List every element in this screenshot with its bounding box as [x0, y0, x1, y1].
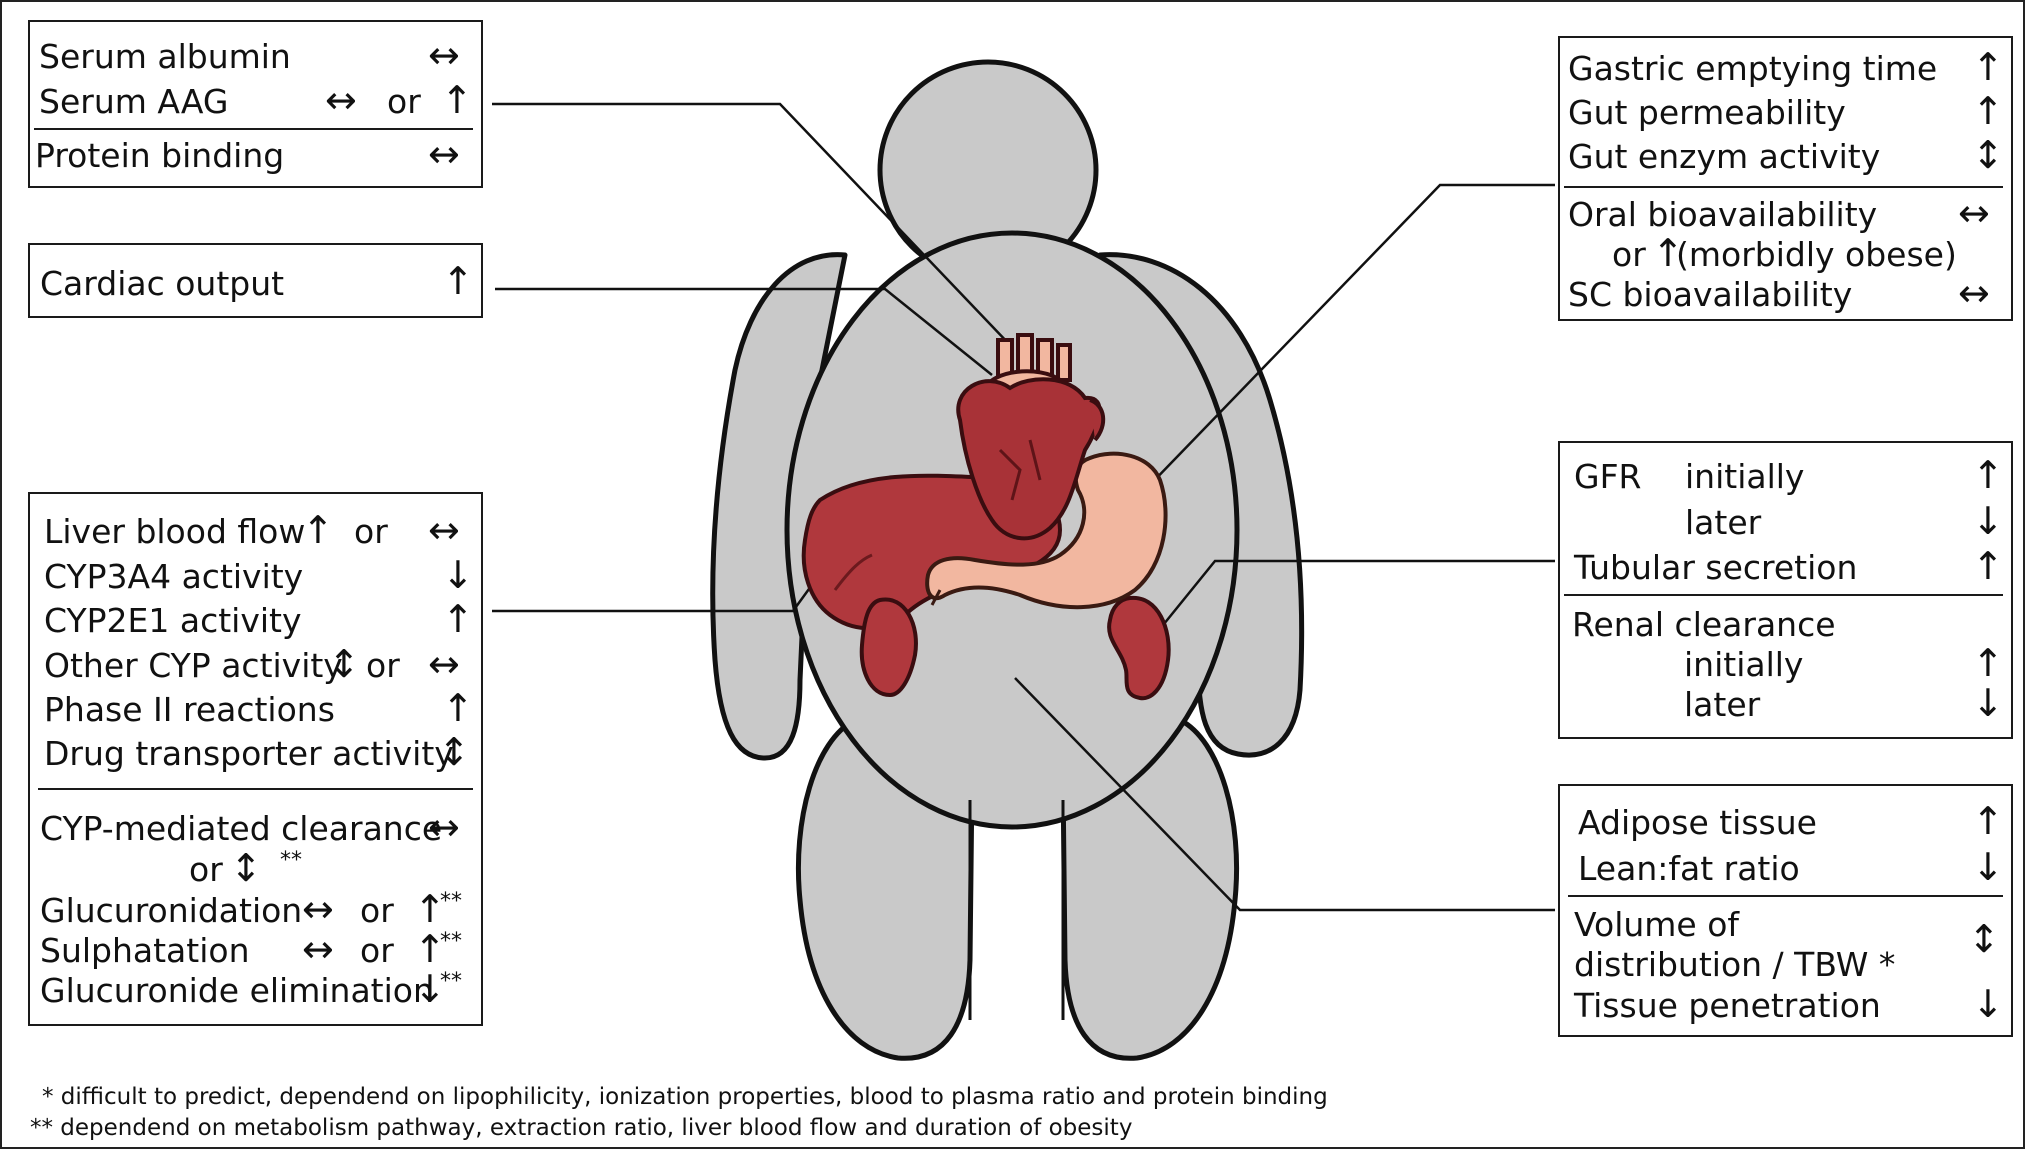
- both-arrow-icon: ↔: [325, 81, 357, 119]
- or-text: or: [366, 649, 400, 682]
- or-text: or: [360, 894, 394, 927]
- up-arrow-icon: ↑: [1972, 644, 2004, 682]
- later-label: later: [1685, 506, 1761, 539]
- renal-clearance-label: Renal clearance: [1572, 608, 1836, 641]
- gastric-emptying-label: Gastric emptying time: [1568, 52, 1937, 85]
- down-arrow-icon: ↓: [442, 556, 474, 594]
- other-cyp-label: Other CYP activity: [44, 649, 343, 682]
- volume-of-label: Volume of: [1574, 908, 1739, 941]
- both-arrow-icon: ↔: [428, 511, 460, 549]
- updown-arrow-icon: ↕: [438, 733, 470, 771]
- kidney-left: [862, 599, 916, 695]
- cyp2e1-label: CYP2E1 activity: [44, 604, 302, 637]
- protein-binding-box: Serum albumin ↔ Serum AAG ↔ or ↑ Protein…: [28, 20, 483, 188]
- double-star-note: **: [440, 971, 462, 993]
- down-arrow-icon: ↓: [1972, 502, 2004, 540]
- gfr-label: GFR: [1574, 460, 1641, 493]
- gut-enzym-label: Gut enzym activity: [1568, 140, 1880, 173]
- both-arrow-icon: ↔: [428, 36, 460, 74]
- lean-fat-label: Lean:fat ratio: [1578, 852, 1800, 885]
- sulphatation-label: Sulphatation: [40, 934, 250, 967]
- gut-permeability-label: Gut permeability: [1568, 96, 1846, 129]
- up-arrow-icon: ↑: [442, 689, 474, 727]
- updown-arrow-icon: ↕: [1972, 136, 2004, 174]
- divider: [1564, 186, 2003, 188]
- double-star-note: **: [280, 850, 302, 872]
- up-arrow-icon: ↑: [1972, 802, 2004, 840]
- up-arrow-icon: ↑: [1972, 547, 2004, 585]
- phase2-label: Phase II reactions: [44, 693, 335, 726]
- down-arrow-icon: ↓: [1972, 985, 2004, 1023]
- liver-box: Liver blood flow ↑ or ↔ CYP3A4 activity …: [28, 492, 483, 1026]
- both-arrow-icon: ↔: [428, 135, 460, 173]
- cyp3a4-label: CYP3A4 activity: [44, 560, 303, 593]
- both-arrow-icon: ↔: [302, 890, 334, 928]
- transporter-label: Drug transporter activity: [44, 737, 454, 770]
- oral-bio-label: Oral bioavailability: [1568, 198, 1877, 231]
- initially-label: initially: [1685, 460, 1804, 493]
- up-arrow-icon: ↑: [442, 600, 474, 638]
- morbidly-obese-label: (morbidly obese): [1676, 238, 1957, 271]
- updown-arrow-icon: ↕: [230, 849, 262, 887]
- updown-arrow-icon: ↕: [1968, 920, 2000, 958]
- tubular-secretion-label: Tubular secretion: [1574, 551, 1857, 584]
- up-arrow-icon: ↑: [302, 511, 334, 549]
- protein-binding-label: Protein binding: [35, 139, 284, 172]
- up-arrow-icon: ↑: [441, 81, 473, 119]
- gut-box: Gastric emptying time ↑ Gut permeability…: [1558, 36, 2013, 321]
- sc-bio-label: SC bioavailability: [1568, 278, 1852, 311]
- up-arrow-icon: ↑: [442, 262, 474, 300]
- up-arrow-icon: ↑: [1972, 456, 2004, 494]
- tissue-box: Adipose tissue ↑ Lean:fat ratio ↓ Volume…: [1558, 784, 2013, 1037]
- renal-box: GFR initially ↑ later ↓ Tubular secretio…: [1558, 441, 2013, 739]
- or-text: or: [360, 934, 394, 967]
- both-arrow-icon: ↔: [1958, 274, 1990, 312]
- or-text: or: [189, 853, 223, 886]
- or-text: or: [354, 515, 388, 548]
- footnote-double-star: ** dependend on metabolism pathway, extr…: [30, 1117, 1132, 1140]
- down-arrow-icon: ↓: [1972, 848, 2004, 886]
- up-arrow-icon: ↑: [1972, 48, 2004, 86]
- glucuronidation-label: Glucuronidation: [40, 894, 302, 927]
- divider: [1568, 895, 2003, 897]
- both-arrow-icon: ↔: [428, 645, 460, 683]
- glucuronide-elim-label: Glucuronide elimination: [40, 974, 434, 1007]
- distribution-label: distribution / TBW *: [1574, 948, 1895, 981]
- double-star-note: **: [440, 891, 462, 913]
- divider: [1564, 594, 2003, 596]
- updown-arrow-icon: ↕: [328, 645, 360, 683]
- double-star-note: **: [440, 931, 462, 953]
- cardiac-output-label: Cardiac output: [40, 267, 284, 300]
- or-text: or: [387, 85, 421, 118]
- both-arrow-icon: ↔: [428, 808, 460, 846]
- serum-aag-label: Serum AAG: [39, 85, 228, 118]
- tissue-penetration-label: Tissue penetration: [1574, 989, 1881, 1022]
- down-arrow-icon: ↓: [1972, 684, 2004, 722]
- divider: [34, 128, 473, 130]
- divider: [38, 788, 473, 790]
- serum-albumin-label: Serum albumin: [39, 40, 291, 73]
- initially-label: initially: [1684, 648, 1803, 681]
- both-arrow-icon: ↔: [1958, 194, 1990, 232]
- later-label: later: [1684, 688, 1760, 721]
- cardiac-output-box: Cardiac output ↑: [28, 243, 483, 318]
- liver-blood-flow-label: Liver blood flow: [44, 515, 305, 548]
- or-text: or: [1612, 238, 1646, 271]
- both-arrow-icon: ↔: [302, 930, 334, 968]
- up-arrow-icon: ↑: [1972, 92, 2004, 130]
- adipose-tissue-label: Adipose tissue: [1578, 806, 1817, 839]
- cyp-clearance-label: CYP-mediated clearance: [40, 812, 442, 845]
- footnote-single-star: * difficult to predict, dependend on lip…: [42, 1086, 1328, 1109]
